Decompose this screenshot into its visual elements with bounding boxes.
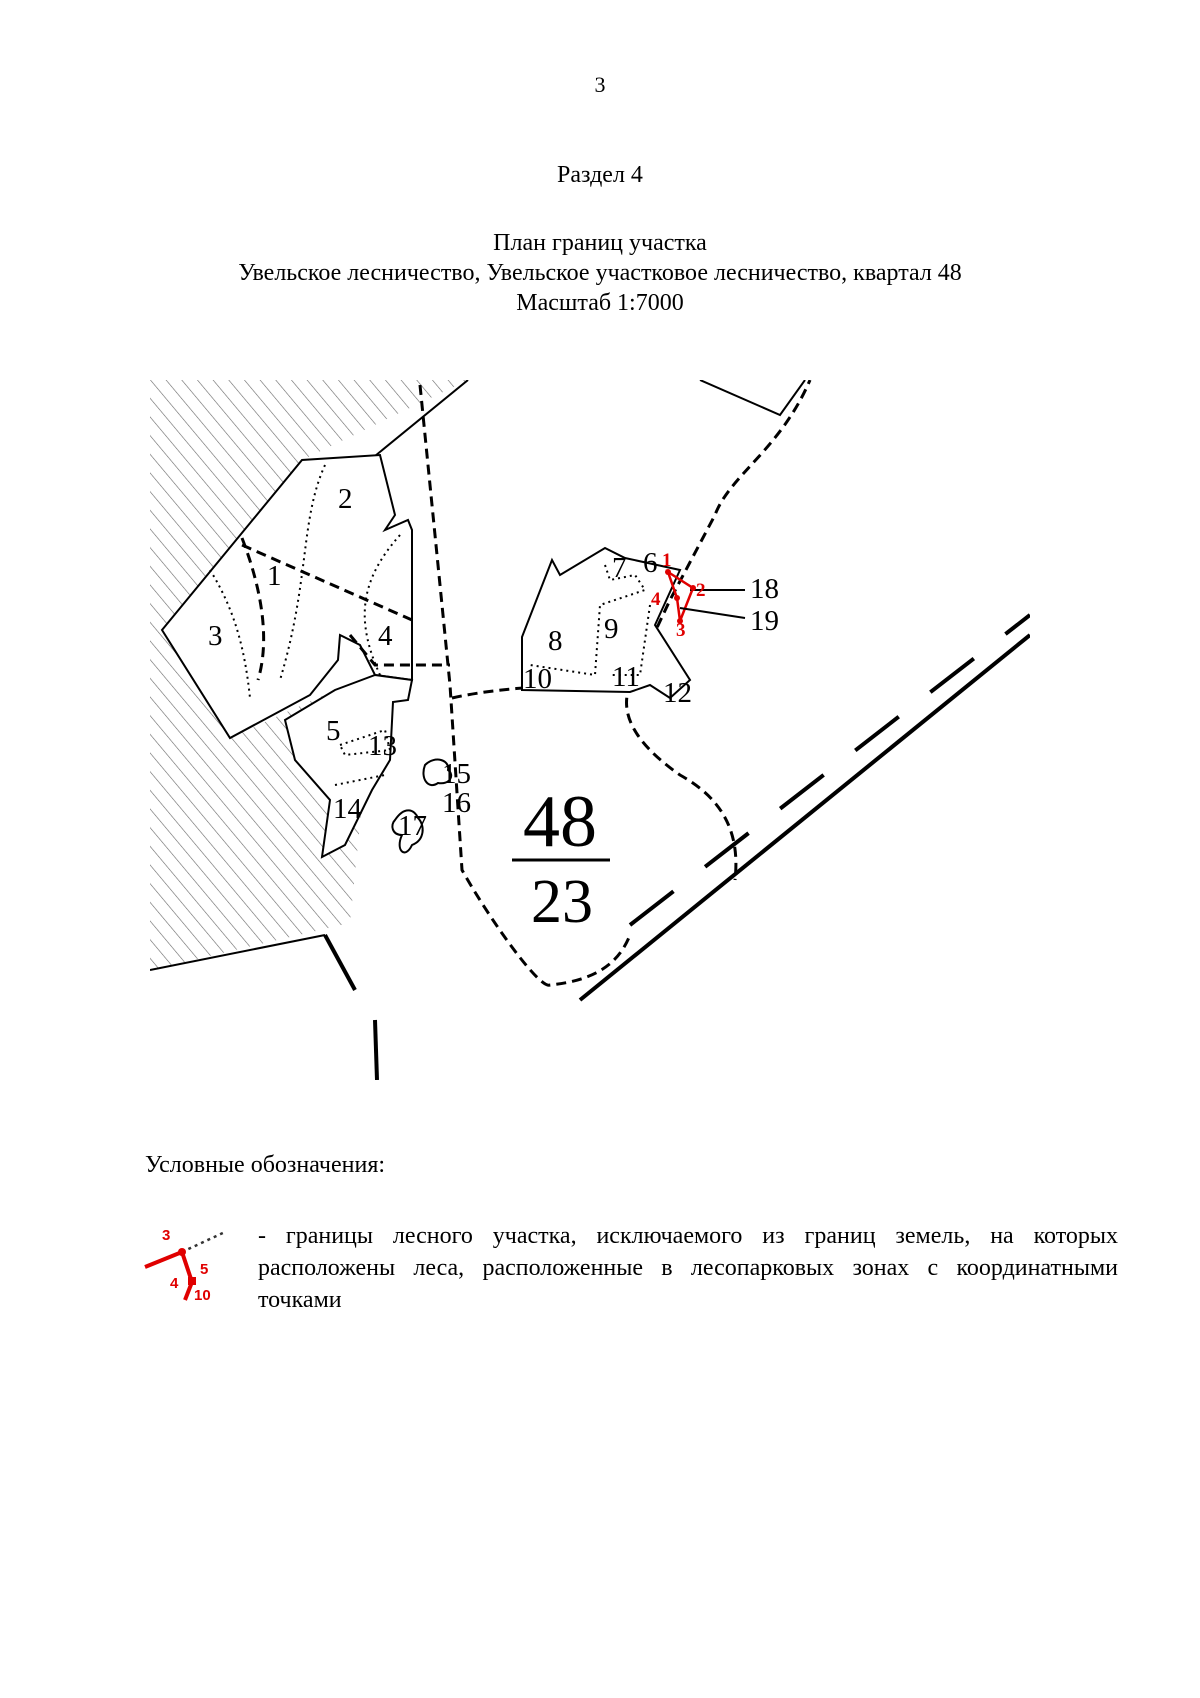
plan-location: Увельское лесничество, Увельское участко… xyxy=(238,260,962,286)
point-label-2: 2 xyxy=(696,580,706,601)
quarter-area: 23 xyxy=(531,868,593,936)
point-label-3: 3 xyxy=(676,620,686,641)
plot-label-15: 15 xyxy=(442,758,471,790)
plot-label-12: 12 xyxy=(663,677,692,709)
plot-label-14: 14 xyxy=(333,793,363,825)
plot-6-12 xyxy=(521,546,692,700)
point-label-1: 1 xyxy=(662,550,672,571)
plot-label-3: 3 xyxy=(208,620,223,652)
legend-point-10: 10 xyxy=(194,1287,211,1302)
legend-title: Условные обозначения: xyxy=(145,1152,386,1178)
quarter-number: 48 xyxy=(523,781,597,863)
point-label-4: 4 xyxy=(651,589,661,610)
quarter-boundary-line xyxy=(150,934,326,971)
plot-label-1: 1 xyxy=(267,560,282,592)
subdivision-line xyxy=(338,728,392,757)
plot-label-13: 13 xyxy=(368,730,397,762)
plot-label-8: 8 xyxy=(548,625,563,657)
subdivision-line xyxy=(348,634,450,667)
coordinate-point xyxy=(677,618,683,624)
plot-label-19: 19 xyxy=(750,605,779,637)
subdivision-line xyxy=(240,537,266,681)
quarter-dashed-boundary xyxy=(628,380,812,686)
railway-line xyxy=(578,633,1030,1002)
hatched-area xyxy=(150,380,468,970)
plot-label-9: 9 xyxy=(604,613,619,645)
plot-5 xyxy=(283,673,414,859)
plot-label-10: 10 xyxy=(523,663,552,695)
legend-description: - границы лесного участка, исключаемого … xyxy=(258,1223,1118,1313)
subdivision-line xyxy=(363,534,401,676)
plot-label-4: 4 xyxy=(378,620,393,652)
plot-17 xyxy=(391,809,424,854)
section-title: Раздел 4 xyxy=(557,162,643,188)
plot-label-11: 11 xyxy=(612,661,640,693)
plot-label-17: 17 xyxy=(398,810,427,842)
road-line xyxy=(323,934,357,991)
quarter-dashed-boundary xyxy=(418,384,632,987)
plot-label-5: 5 xyxy=(326,715,341,747)
boundary-map: 1 2 3 4 5 6 7 8 9 10 11 12 13 14 15 16 1… xyxy=(150,380,1030,1080)
page-number: 3 xyxy=(594,72,606,97)
legend-point-4: 4 xyxy=(170,1275,179,1292)
plot-label-18: 18 xyxy=(750,573,779,605)
plot-label-16: 16 xyxy=(442,787,471,819)
subdivision-line xyxy=(334,774,386,786)
road-line xyxy=(373,1019,379,1080)
coordinate-point xyxy=(674,595,680,601)
coordinate-point xyxy=(690,585,696,591)
coordinate-point xyxy=(665,569,671,575)
plot-label-6: 6 xyxy=(643,547,658,579)
plan-scale: Масштаб 1:7000 xyxy=(516,290,684,316)
subdivision-line xyxy=(610,604,651,676)
plot-label-7: 7 xyxy=(612,552,627,584)
plot-label-2: 2 xyxy=(338,483,353,515)
hatch-top-line xyxy=(699,380,806,417)
subdivision-line xyxy=(209,569,251,699)
legend-point-3: 3 xyxy=(162,1227,170,1244)
legend-boundary-icon: 3 5 4 10 xyxy=(144,1227,226,1302)
plot-15-16 xyxy=(422,758,453,786)
leader-line xyxy=(679,607,746,619)
plan-title: План границ участка xyxy=(493,230,707,256)
railway-line xyxy=(628,613,1030,927)
legend-point-5: 5 xyxy=(200,1261,208,1278)
